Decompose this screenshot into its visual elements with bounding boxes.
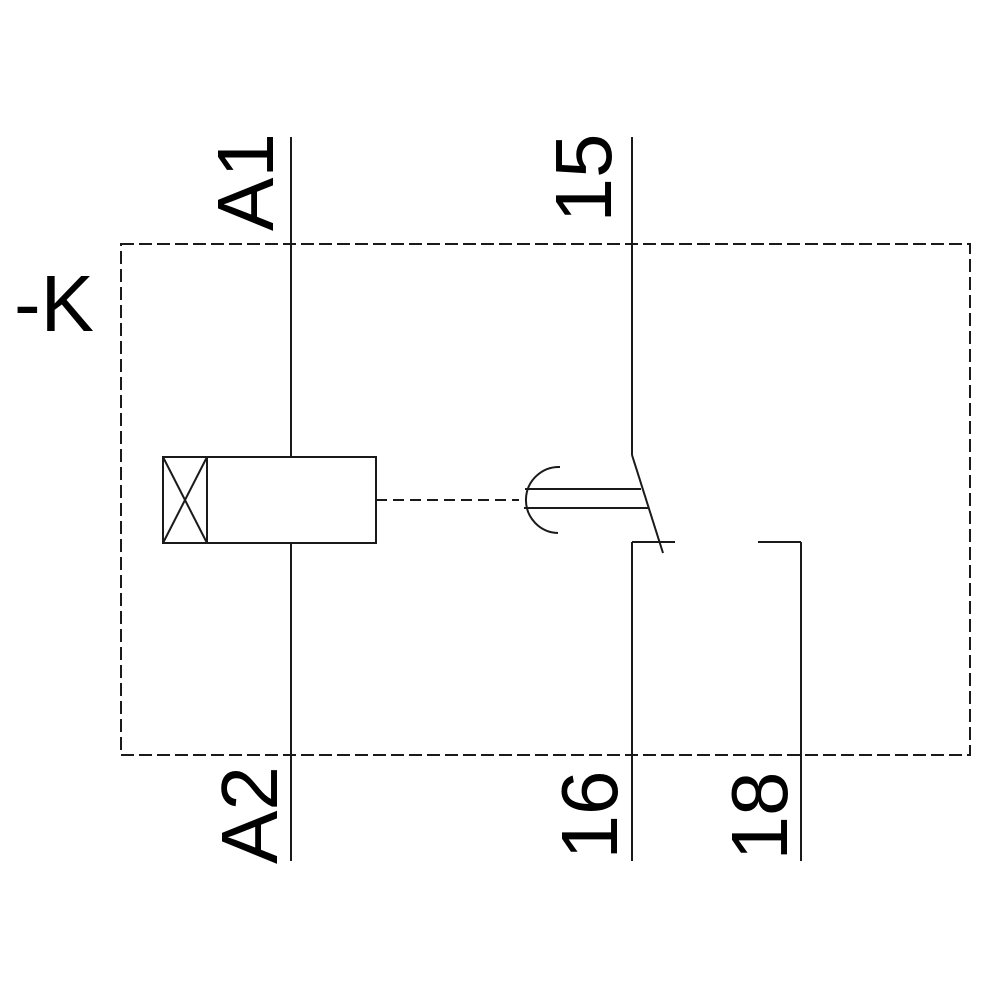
terminal-16-bracket (631, 541, 675, 861)
device-boundary-dashed-box (120, 243, 971, 756)
contact-moving-lever (631, 454, 664, 554)
terminal-18-bracket (758, 541, 802, 861)
terminal-label-a1: A1 (201, 133, 290, 231)
terminal-label-15: 15 (539, 133, 628, 223)
terminal-label-18: 18 (715, 771, 804, 861)
terminal-label-a2: A2 (205, 766, 294, 864)
coil-x-diagonal-2 (162, 456, 208, 544)
device-designation-label: -K (14, 259, 94, 348)
contact-actuator-symbol (524, 465, 648, 534)
terminal-label-16: 16 (545, 770, 634, 860)
actuator-arc (525, 465, 561, 534)
coil-body-rect (162, 456, 377, 544)
relay-coil-symbol (162, 456, 377, 544)
